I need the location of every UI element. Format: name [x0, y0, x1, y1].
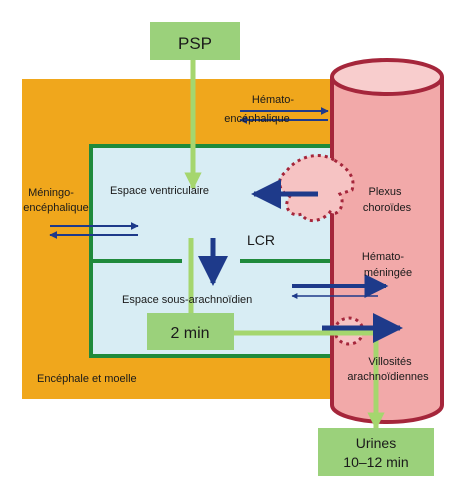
hemato-encephalique-label-1: Hémato- — [252, 94, 295, 106]
espace-ventriculaire-label: Espace ventriculaire — [110, 185, 209, 197]
two-min-box — [147, 313, 234, 350]
urines-time-label: 10–12 min — [343, 454, 408, 470]
meningo-encephalique-label-1: Méningo- — [28, 187, 74, 199]
lcr-label: LCR — [247, 232, 275, 248]
hemato-encephalique-label-2: encéphalique — [224, 113, 289, 125]
hemato-meningee-label-1: Hémato- — [362, 251, 405, 263]
psp-label: PSP — [178, 34, 212, 53]
urines-label: Urines — [356, 435, 396, 451]
hemato-meningee-label-2: méningée — [364, 267, 412, 279]
villosites-label-1: Villosités — [368, 356, 412, 368]
encephale-moelle-label: Encéphale et moelle — [37, 373, 137, 385]
urines-box — [318, 428, 434, 476]
psp-box — [150, 22, 240, 60]
plexus-label-1: Plexus — [368, 186, 402, 198]
espace-sous-arachnoidien-label: Espace sous-arachnoïdien — [122, 294, 252, 306]
vessel-top-opening — [330, 58, 444, 96]
plexus-choroide-shape — [278, 154, 355, 222]
plexus-label-2: choroïdes — [363, 202, 412, 214]
villosites-label-2: arachnoïdiennes — [347, 371, 429, 383]
meningo-encephalique-label-2: encéphalique — [23, 202, 88, 214]
two-min-label: 2 min — [170, 325, 209, 342]
